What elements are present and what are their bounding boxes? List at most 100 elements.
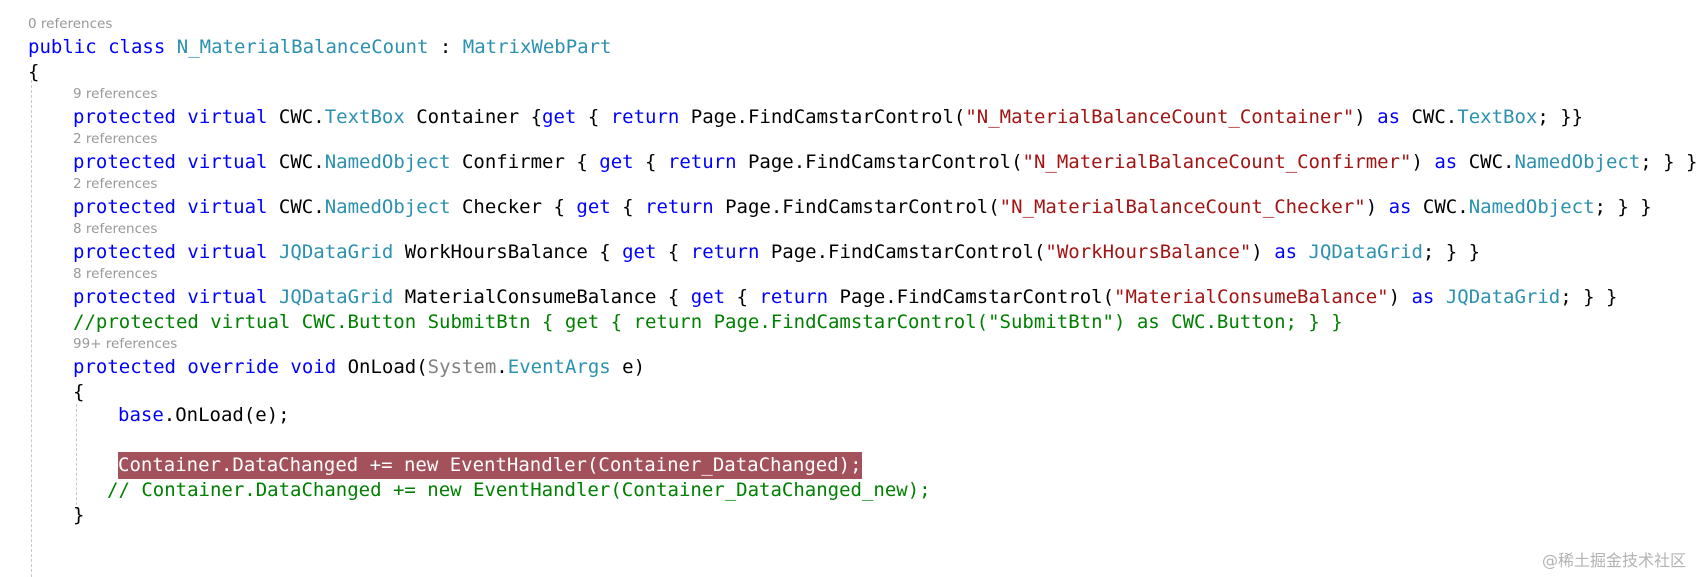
property-checker[interactable]: protected virtual CWC.NamedObject Checke… (73, 198, 1652, 217)
property-materialconsumebalance[interactable]: protected virtual JQDataGrid MaterialCon… (73, 288, 1617, 307)
code-token-plain: . (496, 356, 508, 378)
code-token-namespace: System (427, 356, 497, 378)
code-token-plain: Page.FindCamstarControl( (736, 151, 1023, 173)
code-token-type-name: NamedObject (1514, 151, 1641, 173)
code-token-plain: { (576, 106, 611, 128)
codelens-references[interactable]: 2 references (73, 176, 158, 192)
code-token-plain: { (73, 381, 85, 403)
code-token-string-literal: "WorkHoursBalance" (1045, 241, 1252, 263)
code-token-plain: OnLoad( (336, 356, 428, 378)
code-token-keyword: protected (73, 151, 176, 173)
code-token-plain (176, 106, 187, 128)
code-token-plain: .OnLoad(e); (163, 404, 290, 426)
code-token-plain (176, 356, 187, 378)
code-token-plain (279, 356, 290, 378)
code-token-keyword: base (118, 404, 164, 426)
statement-highlighted-eventhandler[interactable]: Container.DataChanged += new EventHandle… (118, 452, 862, 479)
commented-submitbtn[interactable]: //protected virtual CWC.Button SubmitBtn… (73, 313, 1343, 332)
watermark: @稀土掘金技术社区 (1541, 551, 1686, 570)
property-container[interactable]: protected virtual CWC.TextBox Container … (73, 108, 1583, 127)
codelens-references[interactable]: 8 references (73, 221, 158, 237)
method-close-brace[interactable]: } (73, 506, 84, 525)
class-declaration[interactable]: public class N_MaterialBalanceCount : Ma… (28, 38, 611, 57)
code-token-plain: Confirmer { (450, 151, 600, 173)
code-token-plain: } (73, 504, 85, 526)
code-token-keyword: void (290, 356, 337, 378)
code-token-plain: Page.FindCamstarControl( (713, 196, 1000, 218)
code-token-type-name: JQDataGrid (1445, 286, 1561, 308)
code-token-plain: { (610, 196, 646, 218)
code-token-type-name: TextBox (1457, 106, 1538, 128)
code-token-keyword: return (759, 286, 829, 308)
code-token-keyword: get (599, 151, 634, 173)
code-token-keyword: virtual (187, 106, 268, 128)
code-token-plain (176, 286, 187, 308)
code-token-keyword: virtual (187, 196, 268, 218)
code-token-keyword: as (1388, 196, 1412, 218)
code-token-plain: ) (1365, 196, 1389, 218)
code-token-keyword: as (1377, 106, 1401, 128)
code-token-plain (1297, 241, 1308, 263)
code-token-plain: ) (1354, 106, 1378, 128)
commented-eventhandler[interactable]: // Container.DataChanged += new EventHan… (107, 481, 931, 500)
code-token-string-literal: "N_MaterialBalanceCount_Confirmer" (1022, 151, 1412, 173)
code-token-plain: { (725, 286, 760, 308)
code-token-plain: ) (1411, 151, 1435, 173)
code-token-type-name: TextBox (324, 106, 405, 128)
code-token-plain: CWC. (1411, 196, 1469, 218)
statement-base-onload[interactable]: base.OnLoad(e); (118, 406, 290, 425)
codelens-references[interactable]: 0 references (28, 16, 113, 32)
code-token-plain: ; } } (1422, 241, 1481, 263)
code-token-plain: CWC. (267, 196, 325, 218)
code-token-type-name: MatrixWebPart (462, 36, 612, 58)
code-token-keyword: get (622, 241, 657, 263)
class-open-brace[interactable]: { (28, 63, 39, 82)
code-token-plain (97, 36, 108, 58)
code-token-plain (176, 151, 187, 173)
code-token-plain: ; } } (1640, 151, 1698, 173)
method-open-brace[interactable]: { (73, 383, 84, 402)
code-token-plain: ; } } (1560, 286, 1618, 308)
code-token-plain: Page.FindCamstarControl( (679, 106, 966, 128)
code-token-highlighted-code: Container.DataChanged += new EventHandle… (118, 452, 862, 479)
code-token-type-name: N_MaterialBalanceCount (176, 36, 429, 58)
code-token-plain: Page.FindCamstarControl( (759, 241, 1046, 263)
codelens-references[interactable]: 9 references (73, 86, 158, 102)
code-token-comment: // Container.DataChanged += new EventHan… (107, 479, 931, 501)
code-token-keyword: virtual (187, 151, 268, 173)
code-token-plain: CWC. (267, 106, 325, 128)
code-token-plain: CWC. (267, 151, 325, 173)
code-token-type-name: JQDataGrid (278, 241, 394, 263)
code-token-keyword: protected (73, 196, 176, 218)
property-confirmer[interactable]: protected virtual CWC.NamedObject Confir… (73, 153, 1698, 172)
code-token-plain: ; } } (1594, 196, 1652, 218)
property-workhoursbalance[interactable]: protected virtual JQDataGrid WorkHoursBa… (73, 243, 1480, 262)
code-token-type-name: JQDataGrid (1308, 241, 1423, 263)
code-token-keyword: class (108, 36, 166, 58)
code-token-keyword: virtual (187, 286, 268, 308)
code-token-keyword: protected (73, 286, 176, 308)
code-token-plain: : (428, 36, 463, 58)
codelens-references[interactable]: 8 references (73, 266, 158, 282)
code-token-plain: Container { (404, 106, 543, 128)
codelens-references[interactable]: 99+ references (73, 336, 178, 352)
method-onload-signature[interactable]: protected override void OnLoad(System.Ev… (73, 358, 645, 377)
code-token-plain: CWC. (1457, 151, 1515, 173)
code-token-plain (176, 241, 187, 263)
code-token-keyword: return (667, 151, 737, 173)
code-token-plain (165, 36, 176, 58)
code-token-plain: ) (1251, 241, 1275, 263)
code-token-plain: e) (610, 356, 646, 378)
code-token-plain: MaterialConsumeBalance { (393, 286, 691, 308)
code-token-keyword: protected (73, 241, 176, 263)
code-token-plain: { (633, 151, 668, 173)
code-token-keyword: get (576, 196, 611, 218)
code-token-type-name: NamedObject (1468, 196, 1595, 218)
code-token-keyword: as (1274, 241, 1298, 263)
codelens-references[interactable]: 2 references (73, 131, 158, 147)
code-token-plain: { (28, 61, 40, 83)
code-token-keyword: return (610, 106, 680, 128)
code-token-comment: //protected virtual CWC.Button SubmitBtn… (73, 311, 1343, 333)
code-token-keyword: protected (73, 106, 176, 128)
